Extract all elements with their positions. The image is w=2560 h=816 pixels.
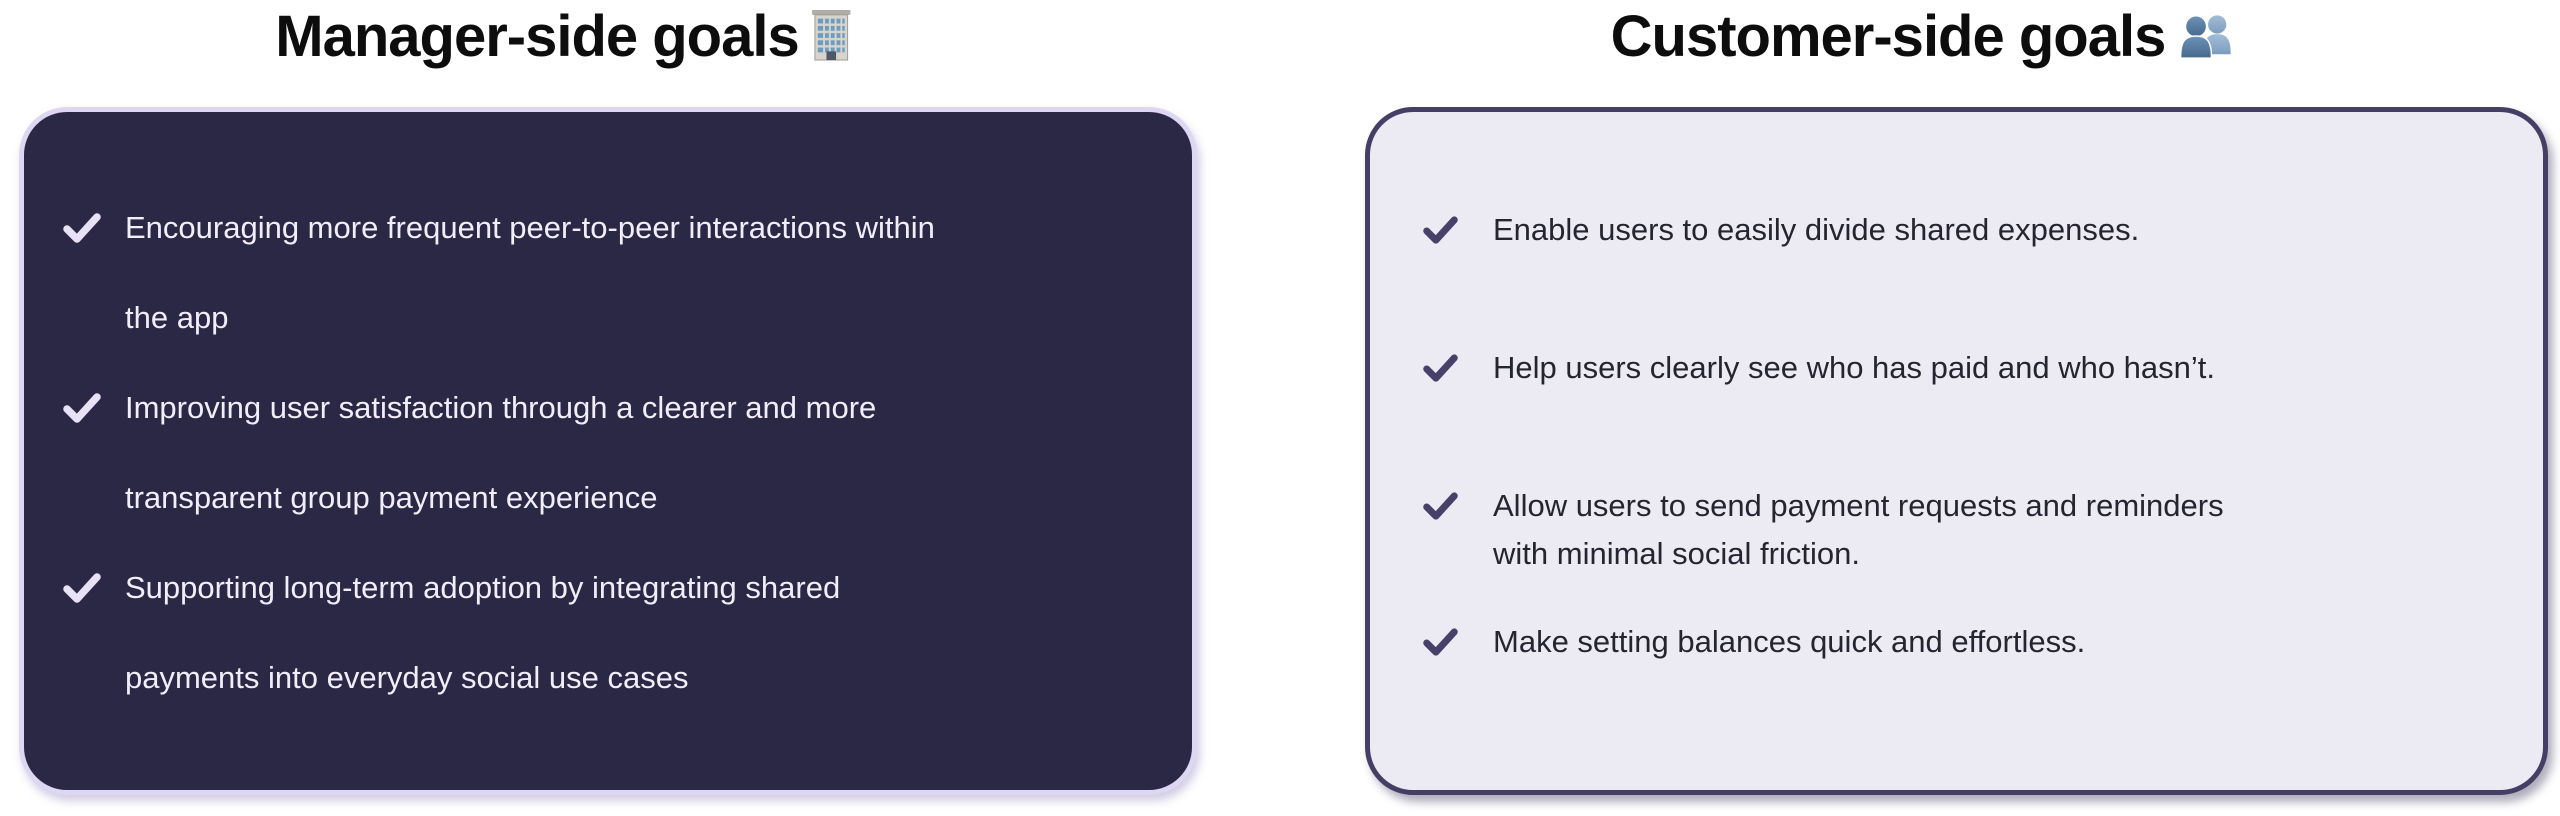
goal-line: Encouraging more frequent peer-to-peer i… [125,210,935,245]
manager-goals-card: Encouraging more frequent peer-to-peer i… [19,107,1197,795]
goal-line: with minimal social friction. [1493,536,1860,571]
check-icon [1423,206,1493,254]
office-building-emoji-icon [807,8,857,64]
manager-goals-title-text: Manager-side goals [275,3,799,69]
goal-item: Make setting balances quick and effortle… [1423,618,2513,666]
customer-goals-title-text: Customer-side goals [1610,3,2167,69]
manager-goals-title: Manager-side goals [275,0,856,72]
goal-line: the app [125,300,229,335]
goal-line: Help users clearly see who has paid and … [1493,350,2216,385]
goal-item: Improving user satisfaction through a cl… [63,363,1162,543]
goal-item: Supporting long-term adoption by integra… [63,543,1162,723]
goal-line: Improving user satisfaction through a cl… [125,390,877,425]
check-icon [1423,482,1493,530]
goal-item: Encouraging more frequent peer-to-peer i… [63,183,1162,363]
goal-item: Help users clearly see who has paid and … [1423,344,2513,392]
busts-in-silhouette-emoji-icon [2173,12,2237,60]
manager-goals-list: Encouraging more frequent peer-to-peer i… [24,112,1192,723]
goal-line: payments into everyday social use cases [125,660,689,695]
customer-goals-title: Customer-side goals [1611,0,2238,72]
goal-line: Allow users to send payment requests and… [1493,488,2224,523]
goal-item: Allow users to send payment requests and… [1423,482,2513,578]
check-icon [1423,344,1493,392]
check-icon [63,363,125,453]
check-icon [63,183,125,273]
check-icon [1423,618,1493,666]
goal-line: Enable users to easily divide shared exp… [1493,212,2140,247]
goal-line: Supporting long-term adoption by integra… [125,570,841,605]
customer-goals-list: Enable users to easily divide shared exp… [1370,112,2543,666]
goal-line: transparent group payment experience [125,480,658,515]
customer-goals-card: Enable users to easily divide shared exp… [1365,107,2548,795]
goal-line: Make setting balances quick and effortle… [1493,624,2086,659]
goal-item: Enable users to easily divide shared exp… [1423,206,2513,254]
check-icon [63,543,125,633]
